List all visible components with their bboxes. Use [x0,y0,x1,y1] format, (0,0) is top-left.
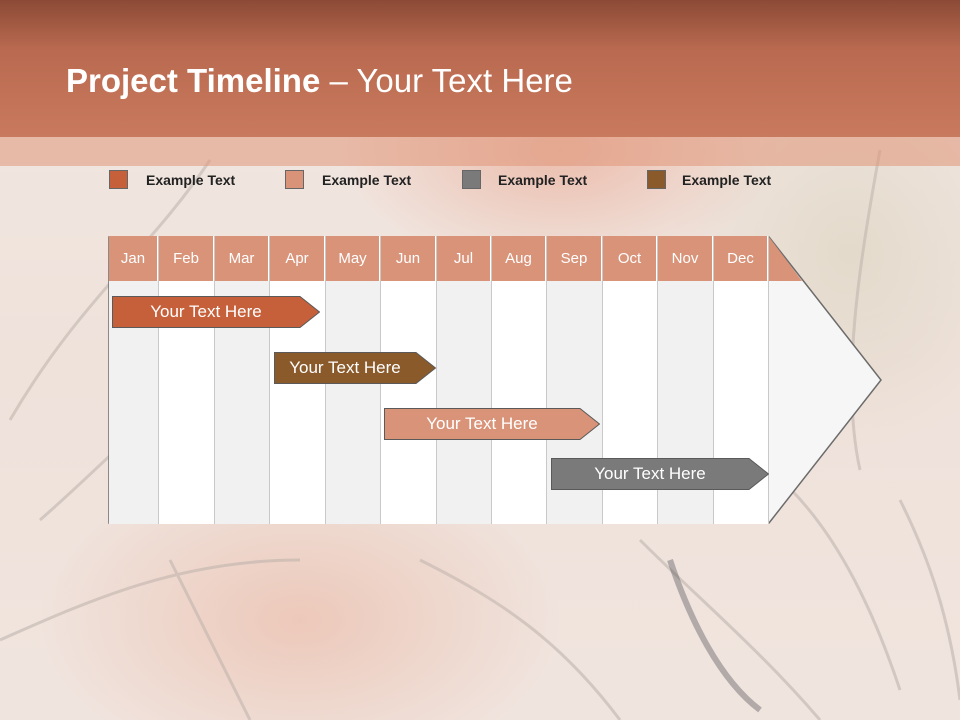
legend-swatch [109,170,128,189]
task-bar-label: Your Text Here [426,414,538,433]
title-strip [0,137,960,166]
legend-label: Example Text [498,172,588,188]
month-header: Aug [492,236,546,281]
task-bar-label: Your Text Here [594,464,706,483]
month-header: May [326,236,380,281]
legend-label: Example Text [146,172,236,188]
month-column: Aug [492,236,547,524]
task-bar-arrow [112,296,320,328]
task-bar-arrow [551,458,769,490]
title-rest: – Your Text Here [320,62,573,99]
task-bar-arrow [384,408,600,440]
task-bar[interactable]: Your Text Here [551,458,769,490]
month-header: Sep [547,236,602,281]
month-header: Feb [159,236,214,281]
task-bar-arrow [274,352,436,384]
title-bold: Project Timeline [66,62,321,99]
month-column: Mar [215,236,270,524]
legend-swatch [285,170,304,189]
month-column: Jan [109,236,159,524]
task-bar[interactable]: Your Text Here [274,352,436,384]
slide-title: Project Timeline – Your Text Here [66,58,573,104]
legend-swatch [462,170,481,189]
month-column: Feb [159,236,215,524]
task-bar[interactable]: Your Text Here [384,408,600,440]
task-bar-label: Your Text Here [150,302,262,321]
month-header: Apr [270,236,325,281]
title-bar [0,0,960,137]
month-header: Oct [603,236,657,281]
task-bar[interactable]: Your Text Here [112,296,320,328]
month-column: Jul [437,236,492,524]
legend-swatch [647,170,666,189]
task-bar-label: Your Text Here [289,358,401,377]
month-header: Nov [658,236,713,281]
month-header: Jul [437,236,491,281]
legend-label: Example Text [682,172,772,188]
month-header: Jun [381,236,436,281]
legend-label: Example Text [322,172,412,188]
month-header: Jan [109,236,158,281]
month-header: Mar [215,236,269,281]
month-header: Dec [714,236,768,281]
